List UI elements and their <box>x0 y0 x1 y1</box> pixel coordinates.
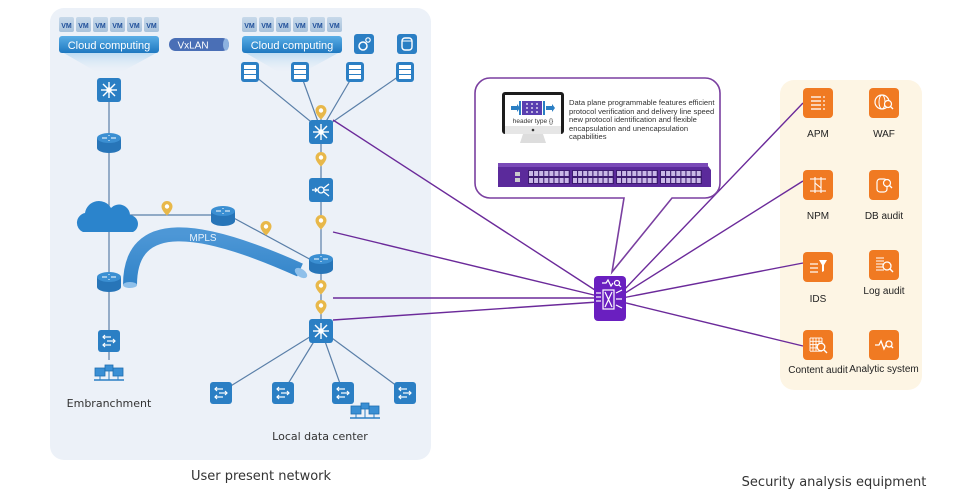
server-icon <box>396 62 414 82</box>
router-icon <box>210 205 236 227</box>
security-tool-waf[interactable]: WAF <box>869 88 899 140</box>
mpls-pipe <box>123 227 303 286</box>
globe-search-icon <box>874 94 894 110</box>
cloud-computing-right: VM VM VM VM VM VM Cloud computing <box>242 17 342 53</box>
vm-label: VM <box>278 23 289 30</box>
security-tool-label: Log audit <box>863 286 904 297</box>
security-tool-db-audit[interactable]: DB audit <box>865 170 904 222</box>
packet-broker-appliance-icon <box>498 163 711 187</box>
vm-chip: VM <box>327 17 342 32</box>
vm-label: VM <box>329 23 340 30</box>
packet-broker-icon[interactable] <box>594 276 626 321</box>
core-switch-icon <box>308 119 334 145</box>
core-switch-icon <box>308 318 334 344</box>
vm-chip: VM <box>293 17 308 32</box>
vm-chip: VM <box>276 17 291 32</box>
access-switch-icon <box>393 381 417 405</box>
network-monitor-icon <box>810 177 826 193</box>
vm-chip: VM <box>59 17 74 32</box>
access-switch-icon <box>271 381 295 405</box>
vm-chip: VM <box>242 17 257 32</box>
security-tool-label: NPM <box>807 211 829 222</box>
database-icon <box>397 34 417 54</box>
security-tool-npm[interactable]: NPM <box>803 170 833 222</box>
mpls-label: MPLS <box>189 233 217 244</box>
vm-label: VM <box>112 23 123 30</box>
server-icon <box>346 62 364 82</box>
load-balancer-icon <box>309 178 333 202</box>
router-icon <box>96 132 122 154</box>
vm-label: VM <box>261 23 272 30</box>
list-icon <box>811 96 825 110</box>
vm-label: VM <box>295 23 306 30</box>
vm-chip: VM <box>259 17 274 32</box>
security-tool-label: Analytic system <box>849 364 918 375</box>
mpls-pipe-end-left <box>123 282 137 288</box>
security-tool-label: DB audit <box>865 211 904 222</box>
cloud-computing-left-label: Cloud computing <box>68 40 151 52</box>
security-tool-label: WAF <box>873 129 895 140</box>
vxlan-label: VxLAN <box>177 41 208 52</box>
vm-chip: VM <box>310 17 325 32</box>
gear-icon <box>354 34 374 54</box>
security-tool-content-audit[interactable]: Content audit <box>788 330 848 376</box>
vm-label: VM <box>61 23 72 30</box>
pulse-search-icon <box>875 339 894 351</box>
vm-chip: VM <box>76 17 91 32</box>
user-network-title: User present network <box>191 469 332 484</box>
cloud-computing-left: VM VM VM VM VM VM Cloud computing <box>59 17 159 53</box>
log-search-icon <box>876 257 894 273</box>
vxlan-tunnel: VxLAN <box>169 38 229 52</box>
cloud-computing-right-label: Cloud computing <box>251 40 334 52</box>
core-switch-icon <box>96 77 122 103</box>
server-icon <box>291 62 309 82</box>
filter-icon <box>810 260 827 273</box>
user-network-panel <box>50 8 431 460</box>
monitor-icon: header type {} <box>502 92 564 143</box>
security-tool-log-audit[interactable]: Log audit <box>863 250 905 297</box>
local-datacenter-label: Local data center <box>272 430 368 443</box>
vm-label: VM <box>146 23 157 30</box>
server-icon <box>241 62 259 82</box>
access-switch-icon <box>209 381 233 405</box>
cloud-icon <box>76 200 138 232</box>
vm-chip: VM <box>110 17 125 32</box>
database-search-icon <box>876 178 893 193</box>
mpls-pipe-end-right <box>294 267 308 279</box>
security-tool-ids[interactable]: IDS <box>803 252 833 305</box>
vm-label: VM <box>95 23 106 30</box>
broker-links <box>332 102 804 347</box>
router-icon <box>96 271 122 293</box>
security-tool-label: Content audit <box>788 365 848 376</box>
vm-chip: VM <box>93 17 108 32</box>
vm-label: VM <box>129 23 140 30</box>
security-tool-label: IDS <box>810 294 827 305</box>
vm-chip: VM <box>127 17 142 32</box>
header-type-label: header type {} <box>513 118 554 125</box>
embranchment-label: Embranchment <box>67 397 152 410</box>
security-panel <box>780 80 922 390</box>
router-icon <box>308 253 334 275</box>
vm-chip: VM <box>144 17 159 32</box>
security-tool-apm[interactable]: APM <box>803 88 833 140</box>
cloud-funnel-left <box>62 52 158 74</box>
vm-label: VM <box>312 23 323 30</box>
grid-search-icon <box>809 337 828 354</box>
security-equipment-title: Security analysis equipment <box>742 475 927 490</box>
access-switch-icon <box>97 329 121 353</box>
vm-label: VM <box>78 23 89 30</box>
access-switch-icon <box>331 381 355 405</box>
security-tool-analytic-system[interactable]: Analytic system <box>849 330 919 375</box>
callout-description: Data plane programmable features efficie… <box>569 98 715 142</box>
security-tool-label: APM <box>807 129 829 140</box>
vm-label: VM <box>244 23 255 30</box>
